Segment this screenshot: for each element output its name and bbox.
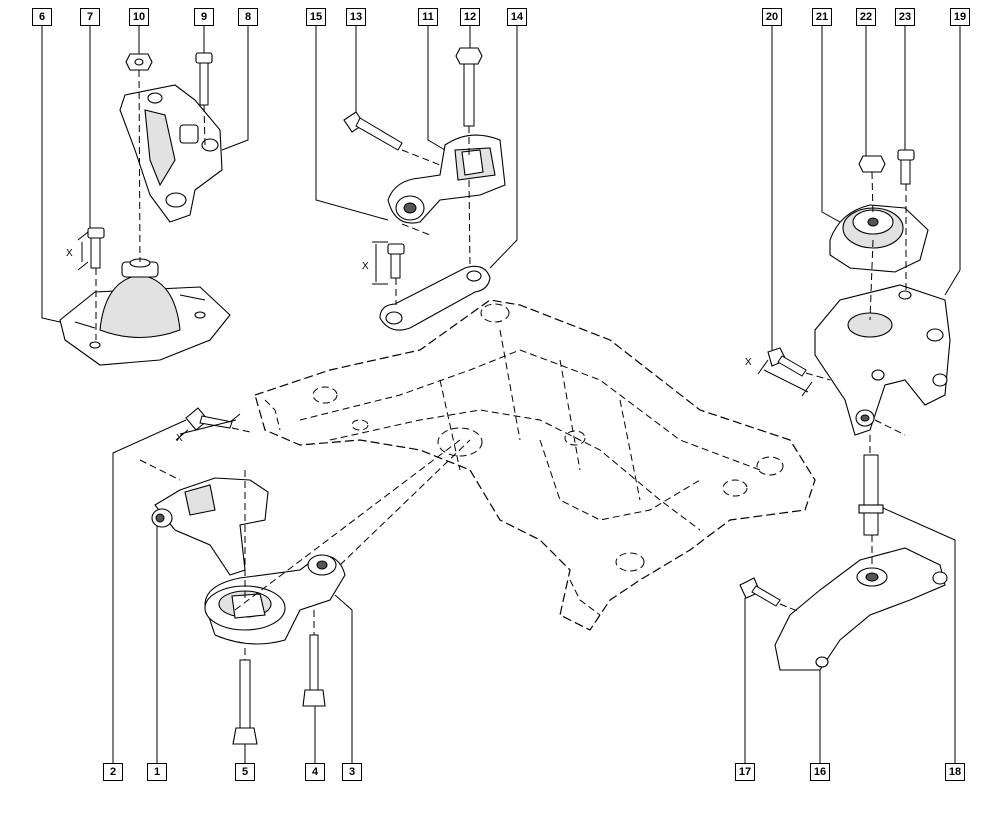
bolt-17 [739,577,781,607]
torque-rod-mount [387,134,506,224]
bolt-2 [185,407,233,431]
callout-3: 3 [342,763,362,781]
nut-10 [125,53,153,71]
callout-15: 15 [306,8,326,26]
callout-10: 10 [129,8,149,26]
dimension-x-label: X [745,357,752,368]
callout-1: 1 [147,763,167,781]
callout-8: 8 [238,8,258,26]
bolt-20 [767,347,807,377]
callout-14: 14 [507,8,527,26]
callout-17: 17 [735,763,755,781]
bolt-15 [387,243,405,279]
lower-mount-base [59,258,231,366]
bolt-13 [343,111,403,151]
callout-23: 23 [895,8,915,26]
callout-11: 11 [418,8,438,26]
callout-13: 13 [346,8,366,26]
callout-6: 6 [32,8,52,26]
dimension-x-label: X [176,433,183,444]
callout-7: 7 [80,8,100,26]
callout-22: 22 [856,8,876,26]
bolt-12 [455,47,483,127]
nut-22 [858,155,886,173]
dimension-x-marks [77,231,813,441]
callout-9: 9 [194,8,214,26]
right-upper-mount [829,204,929,273]
bolt-7 [87,227,105,269]
callout-12: 12 [460,8,480,26]
dimension-x-label: X [66,248,73,259]
stud-18 [858,454,884,536]
callout-19: 19 [950,8,970,26]
callout-21: 21 [812,8,832,26]
upper-bracket [119,84,223,223]
bolt-5 [232,659,258,745]
callout-16: 16 [810,763,830,781]
callout-5: 5 [235,763,255,781]
leader-lines [41,26,961,763]
lower-link [379,265,491,331]
left-mount-bracket [151,477,269,576]
callout-2: 2 [103,763,123,781]
bolt-23 [897,149,915,185]
alignment-lines [95,69,907,660]
callout-18: 18 [945,763,965,781]
dimension-x-label: X [362,261,369,272]
callout-4: 4 [305,763,325,781]
lower-right-mount [774,547,948,671]
callout-20: 20 [762,8,782,26]
right-bracket [814,284,951,436]
subframe [254,299,816,631]
bolt-4 [302,634,326,707]
bolt-9 [195,52,213,106]
hydraulic-mount [204,554,346,645]
